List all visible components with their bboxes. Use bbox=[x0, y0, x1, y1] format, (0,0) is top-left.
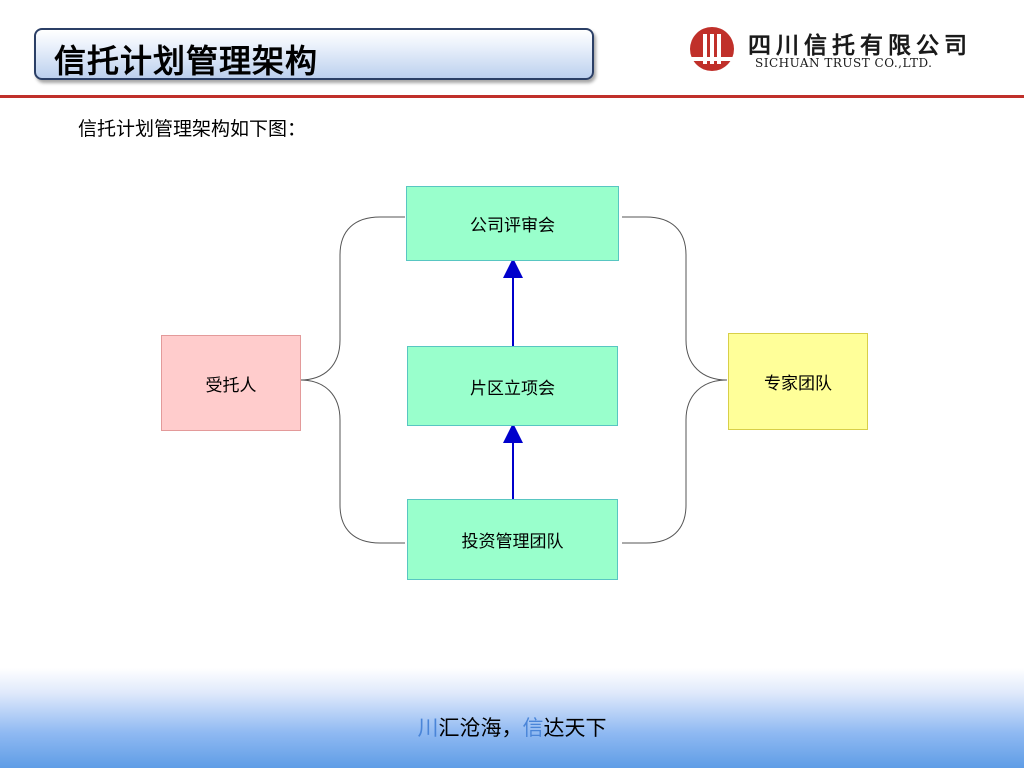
footer-band bbox=[0, 668, 1024, 768]
company-name-cn: 四川信托有限公司 bbox=[748, 32, 972, 59]
brace-trustee-bottom bbox=[299, 379, 405, 544]
slogan-accent-1: 川 bbox=[417, 716, 439, 740]
company-name-en: SICHUAN TRUST CO.,LTD. bbox=[755, 56, 933, 70]
footer-slogan: 川汇沧海，信达天下 bbox=[0, 712, 1024, 742]
page-title: 信托计划管理架构 bbox=[54, 42, 319, 80]
node-review-committee: 公司评审会 bbox=[406, 186, 619, 261]
brace-expert-bottom bbox=[622, 379, 728, 544]
sichuan-trust-logo-icon bbox=[690, 27, 734, 71]
slogan-part-2: 达天下 bbox=[543, 716, 607, 740]
node-investment-team: 投资管理团队 bbox=[407, 499, 618, 580]
brace-expert-top bbox=[622, 216, 728, 381]
intro-text: 信托计划管理架构如下图： bbox=[78, 118, 307, 140]
title-box: 信托计划管理架构 bbox=[34, 28, 594, 80]
node-expert-team: 专家团队 bbox=[728, 333, 868, 430]
header-divider bbox=[0, 95, 1024, 98]
node-project-committee: 片区立项会 bbox=[407, 346, 618, 426]
slogan-part-1: 汇沧海， bbox=[438, 716, 523, 740]
brace-trustee-top bbox=[299, 216, 405, 381]
slogan-accent-2: 信 bbox=[522, 716, 544, 740]
node-trustee: 受托人 bbox=[161, 335, 301, 431]
